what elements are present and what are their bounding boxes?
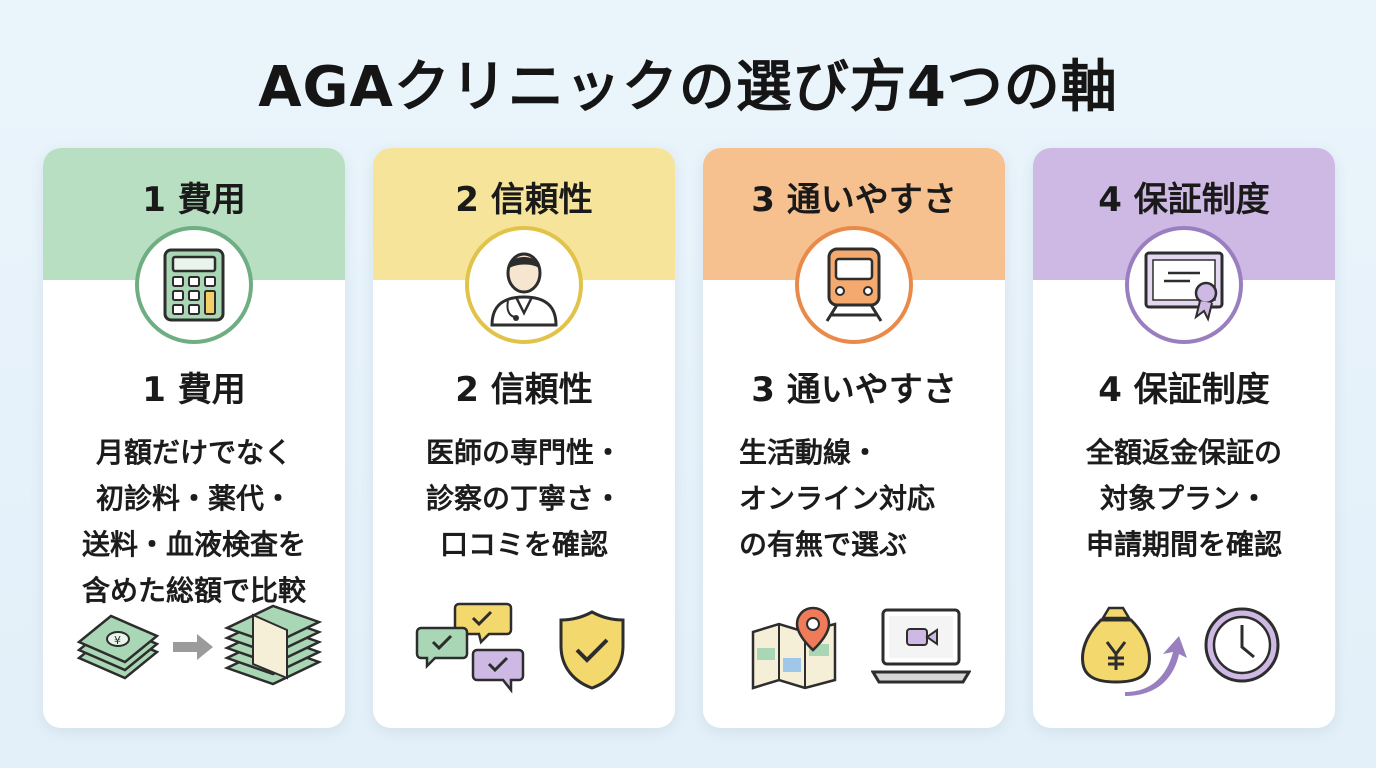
return-arrow-icon bbox=[1125, 636, 1187, 696]
calculator-icon-badge bbox=[135, 226, 253, 344]
certificate-icon-badge bbox=[1125, 226, 1243, 344]
card-header-title: 4 保証制度 bbox=[1098, 180, 1270, 220]
card-title: 2 信頼性 bbox=[455, 370, 593, 410]
clock-icon bbox=[1204, 607, 1280, 683]
card-description: 全額返金保証の 対象プラン・ 申請期間を確認 bbox=[1085, 436, 1282, 561]
laptop-video-icon bbox=[871, 608, 971, 684]
card-description: 生活動線・ オンライン対応 の有無で選ぶ bbox=[739, 436, 936, 561]
calculator-icon bbox=[163, 248, 225, 322]
card-description: 月額だけでなく 初診料・薬代・ 送料・血液検査を 含めた総額で比較 bbox=[81, 436, 306, 607]
train-icon bbox=[825, 247, 883, 322]
map-pin-icon bbox=[751, 606, 837, 690]
arrow-right-icon bbox=[173, 634, 213, 660]
card-title: 4 保証制度 bbox=[1098, 370, 1270, 410]
certificate-icon bbox=[1144, 251, 1224, 322]
card-illustrations bbox=[703, 598, 1005, 708]
card-title: 3 通いやすさ bbox=[751, 370, 957, 410]
card-title: 1 費用 bbox=[142, 370, 246, 410]
chat-bubbles-icon bbox=[415, 602, 525, 694]
card-cost: 1 費用 1 費用 月額だけでなく 初診料・薬代・ 送料・血液検査を 含めた総額… bbox=[43, 148, 345, 728]
svg-text:¥: ¥ bbox=[114, 634, 121, 647]
money-bills-icon: ¥ bbox=[76, 614, 160, 680]
card-illustrations bbox=[373, 598, 675, 708]
card-reliability: 2 信頼性 2 信頼性 医師の専門性・ 診察の丁寧さ・ 口コミを確認 bbox=[373, 148, 675, 728]
page-title: AGAクリニックの選び方4つの軸 bbox=[258, 55, 1118, 120]
card-illustrations bbox=[1033, 598, 1335, 708]
doctor-icon-badge bbox=[465, 226, 583, 344]
doctor-icon bbox=[490, 252, 558, 327]
card-illustrations: ¥ bbox=[43, 598, 345, 708]
train-icon-badge bbox=[795, 226, 913, 344]
card-header-title: 1 費用 bbox=[142, 180, 246, 220]
money-stack-icon bbox=[223, 604, 323, 686]
card-description: 医師の専門性・ 診察の丁寧さ・ 口コミを確認 bbox=[425, 436, 622, 561]
card-guarantee: 4 保証制度 4 保証制度 全額返金保証の 対象プラン・ 申請期間を確認 bbox=[1033, 148, 1335, 728]
card-header-title: 2 信頼性 bbox=[455, 180, 593, 220]
card-header-title: 3 通いやすさ bbox=[751, 180, 957, 220]
card-accessibility: 3 通いやすさ 3 通いやすさ 生活動線・ オンライン対応 の有無で選ぶ bbox=[703, 148, 1005, 728]
shield-check-icon bbox=[559, 610, 625, 690]
money-bag-yen-icon bbox=[1081, 606, 1151, 684]
